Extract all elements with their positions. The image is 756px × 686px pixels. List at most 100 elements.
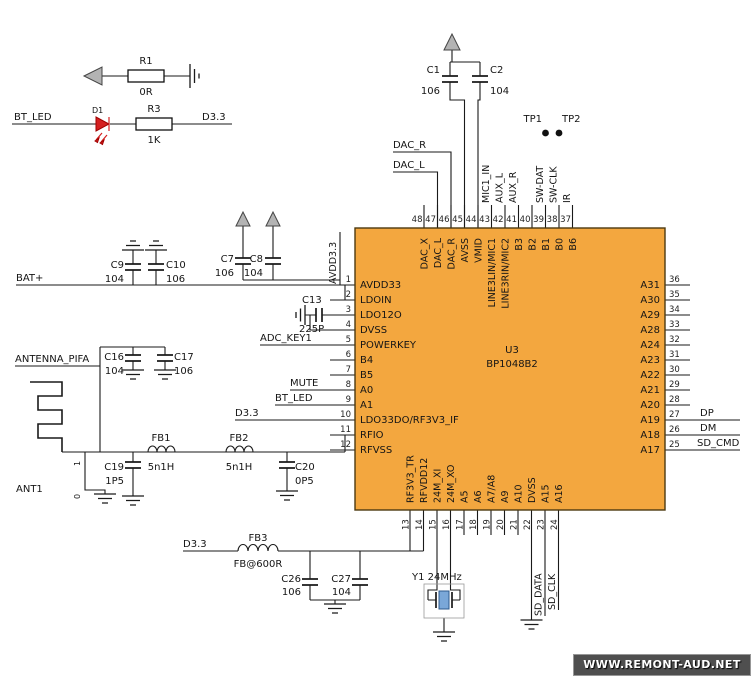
pin-name: A7/A8	[487, 475, 498, 503]
power-flag-icon	[443, 32, 461, 51]
component-value: 225P	[299, 324, 324, 335]
component-ref: C19	[104, 462, 124, 473]
pin-number: 39	[533, 215, 544, 225]
pin-name: A6	[473, 490, 484, 503]
net-label: MIC1_IN	[481, 165, 492, 203]
pin-number: 24	[550, 519, 560, 530]
pin-name: A16	[554, 484, 565, 503]
net-label: ADC_KEY1	[260, 333, 312, 344]
pin-number: 14	[415, 519, 425, 530]
component-value: 104	[105, 366, 124, 377]
net-label: SD_CLK	[547, 573, 558, 610]
pin-name: A22	[640, 370, 660, 381]
pin-number: 18	[469, 519, 479, 530]
pin-name: DAC_R	[447, 238, 458, 270]
pin-name: LINE3LIN/MIC1	[487, 238, 498, 307]
pin-number: 46	[439, 215, 450, 225]
net-label: AUX_R	[508, 171, 519, 203]
pin-name: B2	[528, 238, 539, 251]
pin-number: 33	[669, 320, 680, 330]
testpoint-tp2: TP2	[555, 114, 581, 137]
pin-name: LDOIN	[360, 295, 392, 306]
pin-number: 11	[340, 425, 351, 435]
pin-name: A28	[640, 325, 660, 336]
power-flag-icon	[235, 210, 251, 227]
pin-number: 27	[669, 410, 680, 420]
ferrite-fb1: FB1 5n1H	[147, 433, 176, 473]
net-label: D3.3	[202, 112, 226, 123]
inductor-icon	[225, 445, 254, 453]
pin-name: DAC_X	[420, 238, 431, 270]
pin-name: A10	[514, 484, 525, 503]
ferrite-fb3: FB3 FB@600R	[234, 533, 283, 570]
testpoint-tp1: TP1	[522, 114, 549, 137]
pin-name: A30	[640, 295, 660, 306]
pin-number: 37	[560, 215, 571, 225]
net-label: MUTE	[290, 378, 318, 389]
pin-number: 1	[73, 461, 82, 466]
pin-name: B4	[360, 355, 373, 366]
pin-number: 32	[669, 335, 680, 345]
component-ref: C9	[111, 260, 124, 271]
pin-name: A17	[640, 445, 660, 456]
pin-name: RFVSS	[360, 445, 392, 456]
pin-number: 0	[73, 494, 82, 499]
pin-number: 10	[340, 410, 351, 420]
pin-number: 44	[466, 215, 477, 225]
net-label: D3.3	[183, 539, 207, 550]
ground-icon	[122, 369, 144, 380]
pin-name: RFIO	[360, 430, 384, 441]
pin-number: 6	[346, 350, 351, 360]
pin-name: AVSS	[460, 238, 471, 262]
pin-number: 25	[669, 440, 680, 450]
pin-name: RFVDD12	[419, 458, 430, 503]
pin-name: RF3V3_TR	[406, 455, 417, 503]
antenna-ant1: ANT1 1 0	[16, 381, 82, 499]
component-value: FB@600R	[234, 559, 283, 570]
led-arrowhead-icon	[99, 138, 105, 146]
net-label: DM	[700, 423, 716, 434]
ground-icon	[520, 619, 543, 630]
net-label: SW-DAT	[535, 166, 546, 203]
pin-name: LDO33DO/RF3V3_IF	[360, 415, 459, 426]
pin-name: A1	[360, 400, 373, 411]
pin-name: DAC_L	[433, 237, 444, 268]
net-label: SD_CMD	[697, 438, 740, 449]
pin-name: A21	[640, 385, 660, 396]
component-ref: C1	[427, 65, 440, 76]
pin-number: 42	[493, 215, 504, 225]
pin-number: 7	[346, 365, 351, 375]
component-ref: C2	[490, 65, 503, 76]
pin-number: 8	[346, 380, 351, 390]
pin-name: A9	[500, 490, 511, 503]
ground-icon	[324, 603, 346, 614]
component-ref: C17	[174, 352, 194, 363]
component-value: 104	[490, 86, 509, 97]
crystal-plates	[435, 592, 453, 608]
pin-name: A20	[640, 400, 660, 411]
pin-number: 19	[483, 519, 493, 530]
component-value: 106	[166, 274, 185, 285]
pin-name: DVSS	[360, 325, 387, 336]
component-value: 106	[215, 268, 234, 279]
crystal-y1: Y1 24MHz	[411, 572, 465, 619]
component-ref: FB2	[230, 433, 249, 444]
net-label: ANTENNA_PIFA	[15, 354, 89, 365]
crystal-body-icon	[438, 590, 450, 610]
pin-name: B0	[555, 238, 566, 251]
pin-number: 41	[506, 215, 517, 225]
pin-number: 47	[425, 215, 436, 225]
pin-number: 20	[496, 519, 506, 530]
pin-number: 35	[669, 290, 680, 300]
component-value: 104	[244, 268, 263, 279]
ground-icon	[433, 631, 455, 642]
resistor-r3: R3 1K	[135, 104, 173, 146]
inductor-icon	[237, 543, 279, 552]
watermark: WWW.REMONT-AUD.NET	[573, 654, 751, 676]
pin-name: A24	[640, 340, 660, 351]
pin-name: VMID	[474, 238, 485, 263]
chip-part: BP1048B2	[486, 359, 538, 370]
pin-name: B6	[568, 238, 579, 251]
pin-name: AVDD33	[360, 280, 401, 291]
net-label: BAT+	[16, 273, 43, 284]
